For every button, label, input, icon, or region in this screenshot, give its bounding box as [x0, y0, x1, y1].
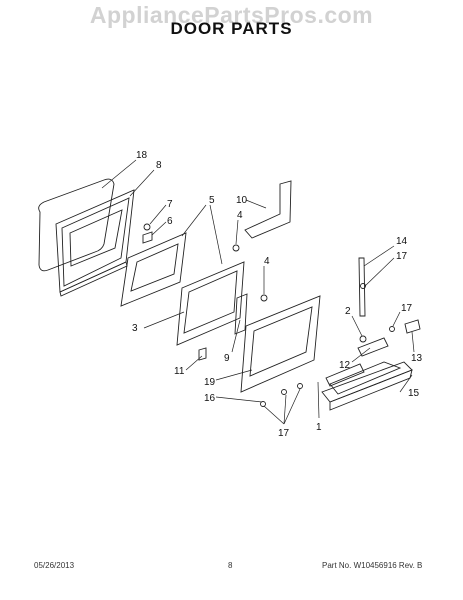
screw-17d	[297, 383, 303, 389]
part-6	[142, 231, 153, 244]
part-vent-rod	[358, 257, 366, 317]
part-hinge	[244, 180, 292, 239]
screw-17c	[281, 389, 287, 395]
screw-4a	[232, 244, 240, 252]
callout-label: 4	[264, 256, 270, 267]
callout-label: 18	[136, 150, 148, 161]
part-side-bracket	[234, 293, 248, 335]
screw-2	[359, 335, 367, 343]
callout-label: 19	[204, 377, 216, 388]
callout-label: 6	[167, 216, 173, 227]
part-bracket	[357, 337, 389, 357]
callout-label: 17	[396, 251, 408, 262]
screw-16	[260, 401, 266, 407]
callout-label: 17	[401, 303, 413, 314]
callout-label: 14	[396, 236, 408, 247]
callout-label: 17	[278, 428, 290, 439]
footer-page-number: 8	[228, 561, 233, 570]
callout-label: 16	[204, 393, 216, 404]
part-inner-door	[55, 189, 135, 293]
callout-label: 1	[316, 422, 322, 433]
part-gasket	[38, 178, 115, 272]
callout-label: 9	[224, 353, 230, 364]
part-clip	[404, 319, 421, 334]
callout-label: 11	[174, 366, 185, 377]
callout-label: 2	[345, 306, 351, 317]
part-inner-glass	[120, 232, 187, 307]
callout-label: 8	[156, 160, 162, 171]
screw-17b	[389, 326, 395, 332]
footer-date: 05/26/2013	[34, 561, 75, 570]
callout-label: 12	[339, 360, 351, 371]
callout-label: 4	[237, 210, 243, 221]
callout-label: 5	[209, 195, 215, 206]
screw-4b	[260, 294, 268, 302]
page-title: DOOR PARTS	[170, 19, 293, 38]
part-shim	[198, 347, 207, 361]
callout-label: 13	[411, 353, 423, 364]
callout-label: 7	[167, 199, 173, 210]
callout-label: 15	[408, 388, 420, 399]
watermark: AppliancePartsPros.com	[89, 2, 374, 28]
part-outer-glass	[240, 295, 321, 393]
part-glass-frame	[176, 261, 245, 346]
footer-part-number: Part No. W10456916 Rev. B	[322, 561, 423, 570]
screw-7	[143, 223, 151, 231]
callout-label: 10	[236, 195, 248, 206]
callout-label: 3	[132, 323, 138, 334]
